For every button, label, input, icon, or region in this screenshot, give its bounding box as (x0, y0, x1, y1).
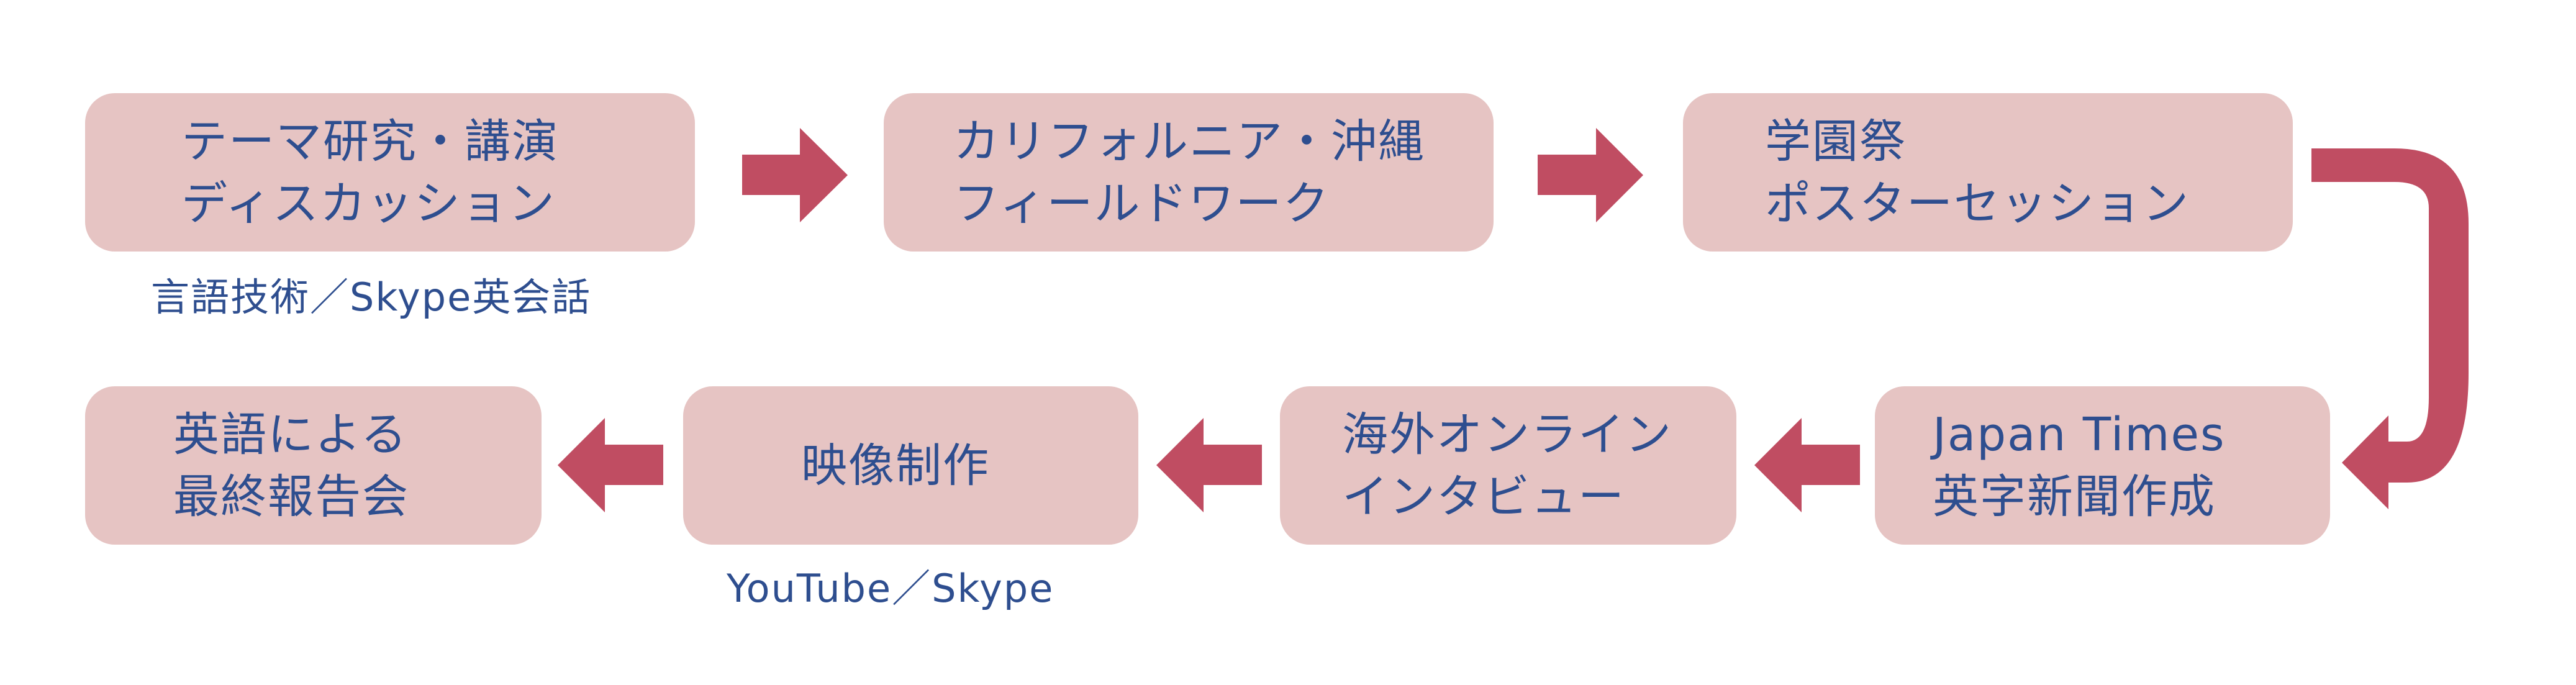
step-5-box: 海外オンライン インタビュー (1280, 386, 1736, 545)
arrow-right-1-to-2 (742, 128, 848, 222)
arrow-right-2-to-3 (1538, 128, 1643, 222)
arrow-left-5-to-6 (1156, 418, 1262, 512)
arrow-left-6-to-7 (558, 418, 663, 512)
step-2-line-1: カリフォルニア・沖縄 (953, 114, 1425, 168)
step-5-line-1: 海外オンライン (1342, 407, 1672, 461)
step-1-line-1: テーマ研究・講演 (181, 114, 559, 168)
step-4-line-1: Japan Times (1933, 407, 2226, 461)
step-1-caption: 言語技術／Skype英会話 (151, 274, 592, 320)
step-7-box: 英語による 最終報告会 (85, 386, 542, 545)
step-3-line-2: ポスターセッション (1765, 176, 2190, 230)
step-2-line-2: フィールドワーク (953, 176, 1330, 230)
step-5-line-2: インタビュー (1342, 470, 1625, 524)
step-3-box: 学園祭 ポスターセッション (1683, 93, 2293, 252)
step-7-line-2: 最終報告会 (173, 470, 409, 524)
step-6-caption: YouTube／Skype (727, 566, 1054, 611)
arrow-u-turn-3-to-4 (2311, 148, 2469, 509)
step-6-box: 映像制作 (683, 386, 1138, 545)
step-1-box: テーマ研究・講演 ディスカッション (85, 93, 695, 252)
arrow-left-4-to-5 (1754, 418, 1860, 512)
step-3-line-1: 学園祭 (1765, 114, 1907, 168)
step-4-box: Japan Times 英字新聞作成 (1875, 386, 2330, 545)
step-1-line-2: ディスカッション (181, 176, 556, 230)
step-6-line-1: 映像制作 (801, 438, 990, 492)
step-4-line-2: 英字新聞作成 (1933, 470, 2216, 524)
step-2-box: カリフォルニア・沖縄 フィールドワーク (884, 93, 1494, 252)
step-7-line-1: 英語による (173, 407, 408, 461)
